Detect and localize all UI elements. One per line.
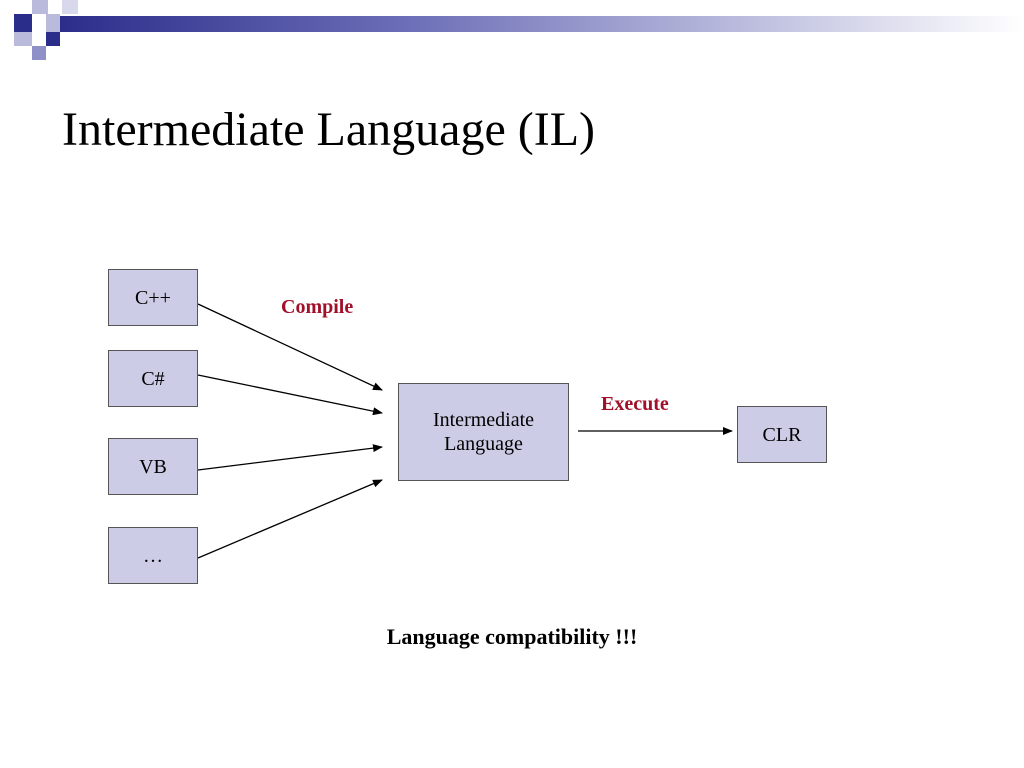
slide-caption: Language compatibility !!! (386, 624, 638, 649)
arrow-cpp-to-il (197, 303, 383, 391)
decor-square-light-2 (46, 14, 60, 32)
source-box-csharp: C# (108, 350, 198, 407)
decor-square-light-4 (62, 0, 78, 14)
decor-square-navy-1 (14, 14, 32, 32)
arrow-csharp-to-il (197, 374, 383, 416)
source-box-cpp: C++ (108, 269, 198, 326)
slide-title: Intermediate Language (IL) (62, 103, 596, 156)
decor-square-light-1 (32, 0, 48, 14)
arrow-vb-to-il (197, 444, 383, 471)
decor-square-mid-1 (32, 46, 46, 60)
decor-square-navy-2 (46, 32, 60, 46)
source-box-vb: VB (108, 438, 198, 495)
arrow-ellipsis-to-il (197, 479, 383, 559)
execute-label: Execute (601, 393, 669, 415)
clr-box: CLR (737, 406, 827, 463)
source-box-ellipsis: … (108, 527, 198, 584)
decor-square-light-3 (14, 32, 32, 46)
compile-label: Compile (281, 296, 354, 318)
intermediate-language-box: Intermediate Language (398, 383, 569, 481)
header-gradient-band (60, 16, 1024, 32)
